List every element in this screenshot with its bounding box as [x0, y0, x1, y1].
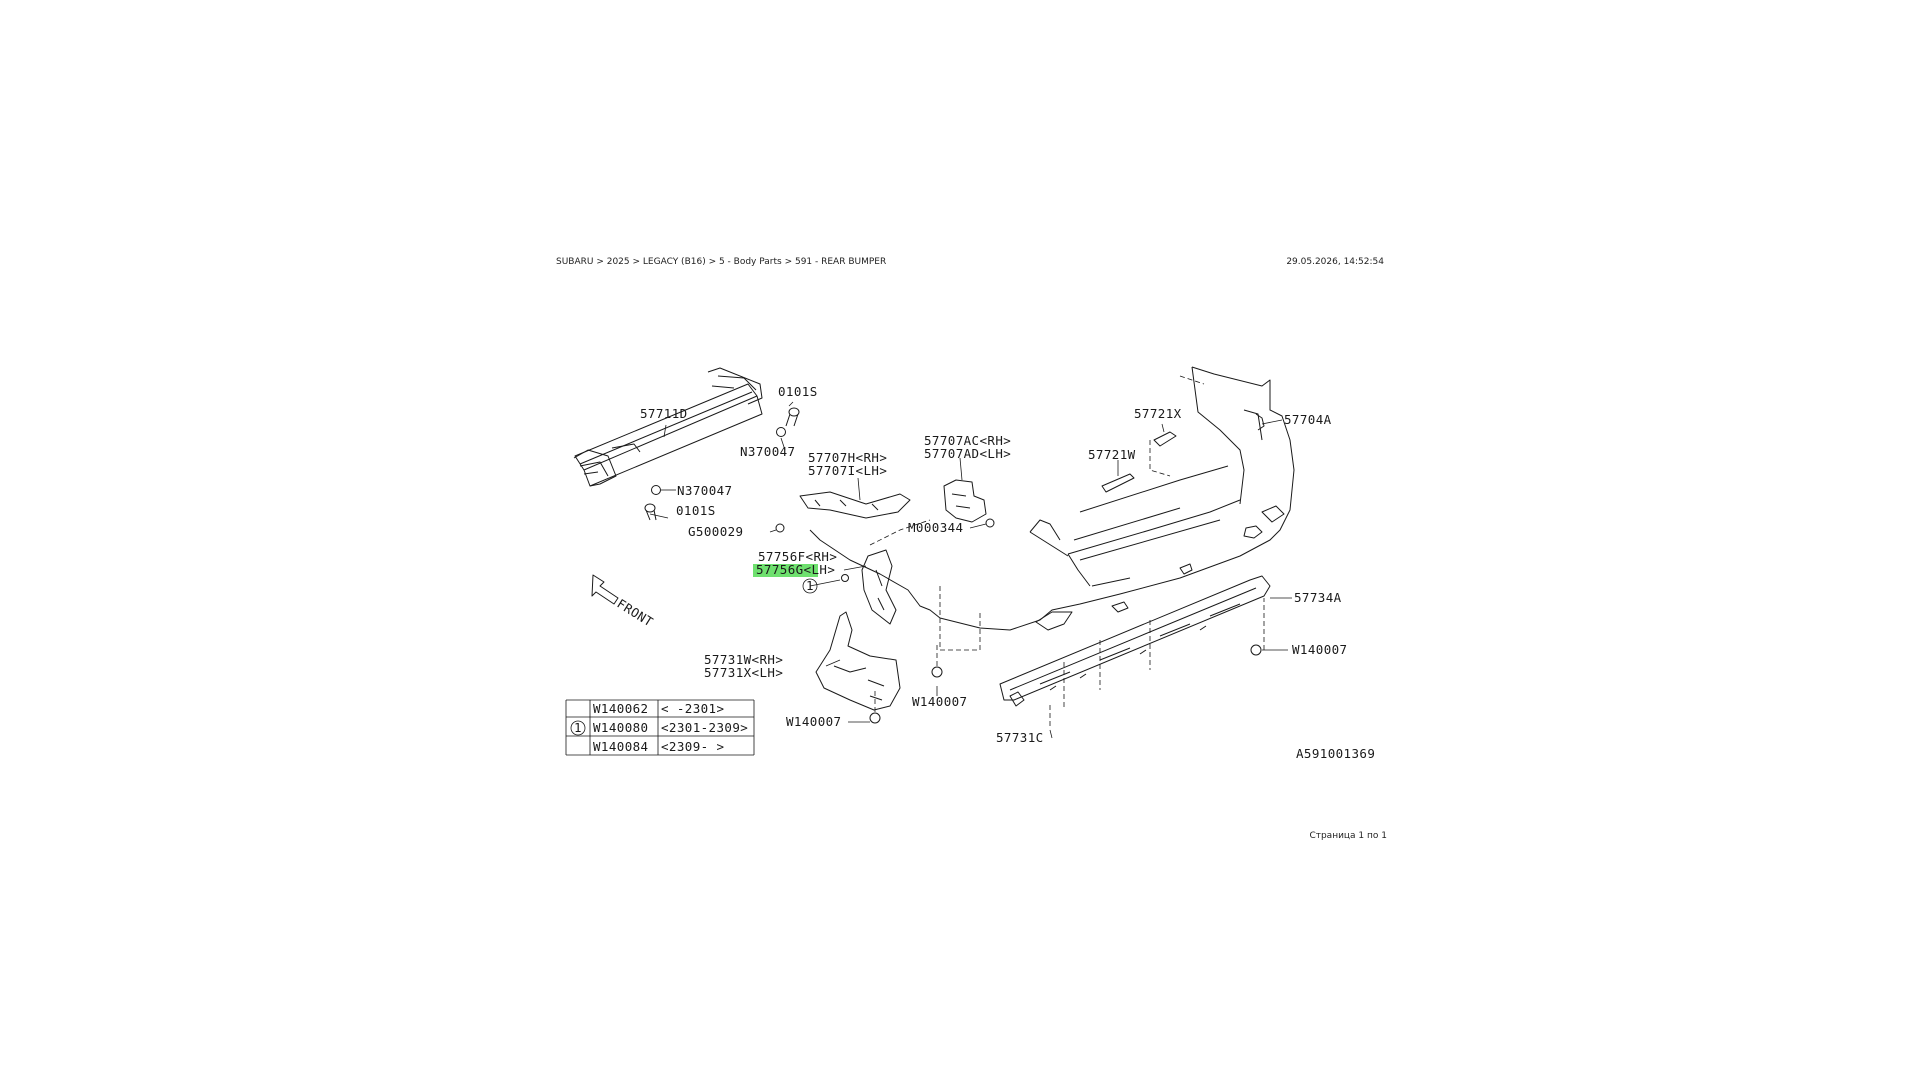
fastener-row-2-part[interactable]: W140080 — [593, 720, 648, 735]
callout-57707ac[interactable]: 57707AC<RH> — [924, 433, 1011, 448]
ref-circle-1 — [802, 578, 818, 594]
nut-n370047-top[interactable] — [776, 427, 786, 437]
bolt-0101s-top[interactable] — [785, 407, 800, 427]
screw-m000344[interactable] — [985, 518, 995, 528]
callout-w140007-mid[interactable]: W140007 — [912, 694, 967, 709]
clip-57731c[interactable] — [1009, 691, 1025, 707]
fastener-row-1-range: < -2301> — [661, 701, 724, 716]
ref-circle-1-label: 1 — [806, 578, 814, 593]
leader-lines — [649, 401, 1292, 739]
side-bracket-57707ac[interactable] — [943, 479, 987, 523]
callout-57756g[interactable]: 57756G<LH> — [756, 562, 835, 577]
callout-labels: 57711D 0101S N370047 N370047 0101S G5000… — [640, 384, 1375, 761]
clip-w140007-mid[interactable] — [931, 666, 943, 678]
callout-57707ad[interactable]: 57707AD<LH> — [924, 446, 1011, 461]
callout-57731x[interactable]: 57731X<LH> — [704, 665, 783, 680]
callout-0101s-top[interactable]: 0101S — [778, 384, 818, 399]
clip-g500029[interactable] — [775, 523, 785, 533]
side-spacer-57756f[interactable] — [861, 549, 897, 625]
front-label: FRONT — [614, 596, 656, 630]
front-direction-arrow: FRONT — [591, 574, 656, 630]
page-header: SUBARU > 2025 > LEGACY (B16) > 5 - Body … — [556, 257, 1384, 271]
emblem-57721w[interactable] — [1101, 473, 1135, 493]
fastener-table-ref: 1 — [574, 720, 582, 735]
rear-bumper-face[interactable] — [809, 366, 1295, 631]
page-footer: Страница 1 по 1 — [1309, 831, 1387, 841]
assembly-lines — [869, 375, 1265, 726]
reinforcement-beam[interactable] — [573, 367, 763, 487]
callout-g500029[interactable]: G500029 — [688, 524, 743, 539]
fastener-row-3-part[interactable]: W140084 — [593, 739, 648, 754]
emblem-57721x[interactable] — [1153, 431, 1177, 447]
bolt-0101s-mid[interactable] — [644, 503, 657, 521]
callout-57731c[interactable]: 57731C — [996, 730, 1044, 745]
lower-skirt-57734a[interactable] — [999, 575, 1271, 710]
breadcrumb: SUBARU > 2025 > LEGACY (B16) > 5 - Body … — [556, 257, 887, 267]
callout-w140007-right[interactable]: W140007 — [1292, 642, 1347, 657]
highlight-57756g — [753, 564, 818, 577]
callout-57711d[interactable]: 57711D — [640, 406, 688, 421]
callout-w140007-low[interactable]: W140007 — [786, 714, 841, 729]
callout-57707i[interactable]: 57707I<LH> — [808, 463, 887, 478]
fastener-row-2-range: <2301-2309> — [661, 720, 748, 735]
callout-57756f[interactable]: 57756F<RH> — [758, 549, 837, 564]
side-bracket-57707h[interactable] — [799, 491, 911, 519]
callout-57704a[interactable]: 57704A — [1284, 412, 1332, 427]
clip-w140007-right[interactable] — [1250, 644, 1262, 656]
callout-0101s-mid[interactable]: 0101S — [676, 503, 716, 518]
callout-n370047-top[interactable]: N370047 — [740, 444, 795, 459]
figure-code: A591001369 — [1296, 746, 1375, 761]
fastener-row-1-part[interactable]: W140062 — [593, 701, 648, 716]
mudguard-bracket-57731w[interactable] — [815, 611, 901, 711]
nut-n370047-mid[interactable] — [651, 485, 661, 495]
clip-ref-1[interactable] — [841, 574, 849, 582]
callout-57721w[interactable]: 57721W — [1088, 447, 1136, 462]
fastener-table: 1 W140062 < -2301> W140080 <2301-2309> W… — [565, 699, 755, 756]
callout-m000344[interactable]: M000344 — [908, 520, 963, 535]
clip-w140007-low[interactable] — [869, 712, 881, 724]
callout-n370047-mid[interactable]: N370047 — [677, 483, 732, 498]
callout-57707h[interactable]: 57707H<RH> — [808, 450, 887, 465]
callout-57721x[interactable]: 57721X — [1134, 406, 1182, 421]
callout-57731w[interactable]: 57731W<RH> — [704, 652, 783, 667]
print-timestamp: 29.05.2026, 14:52:54 — [1286, 257, 1384, 267]
fastener-row-3-range: <2309- > — [661, 739, 724, 754]
callout-57734a[interactable]: 57734A — [1294, 590, 1342, 605]
